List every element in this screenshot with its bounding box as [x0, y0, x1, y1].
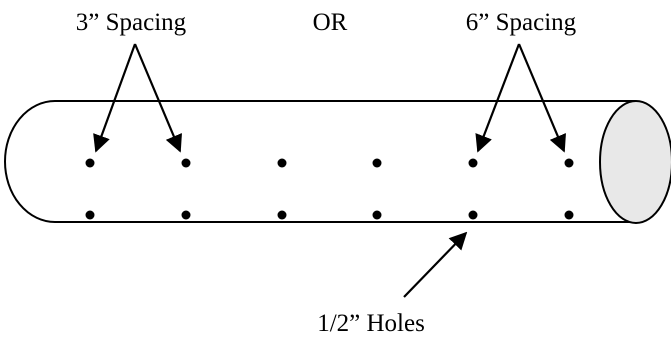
- hole: [564, 158, 574, 168]
- arrow-6-inch-right: [517, 43, 566, 153]
- arrow-holes: [403, 231, 468, 298]
- hole-row-top: [85, 158, 574, 168]
- arrow-3-inch-left: [93, 43, 137, 153]
- hole-row-bottom: [85, 210, 574, 220]
- pipe-end-cap: [599, 100, 671, 224]
- hole: [468, 158, 478, 168]
- arrow-3-inch-right: [133, 43, 182, 153]
- hole: [181, 158, 191, 168]
- label-6-inch-spacing: 6” Spacing: [466, 9, 577, 36]
- hole: [372, 158, 382, 168]
- pipe-body: [4, 100, 636, 223]
- hole: [468, 210, 478, 220]
- label-or: OR: [313, 9, 348, 36]
- hole: [85, 210, 95, 220]
- hole: [85, 158, 95, 168]
- label-half-inch-holes: 1/2” Holes: [317, 310, 425, 337]
- hole: [277, 210, 287, 220]
- hole: [181, 210, 191, 220]
- label-3-inch-spacing: 3” Spacing: [76, 9, 187, 36]
- arrow-6-inch-left: [475, 43, 521, 153]
- hole: [564, 210, 574, 220]
- hole: [372, 210, 382, 220]
- hole: [277, 158, 287, 168]
